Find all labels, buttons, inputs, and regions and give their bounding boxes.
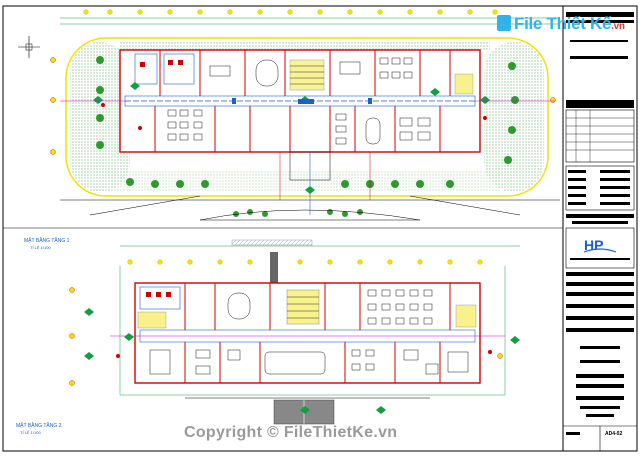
ground-floor-label: MẶT BẰNG TẦNG 1 xyxy=(24,238,70,244)
ground-floor-scale: TỈ LỆ 1/100 xyxy=(30,245,51,250)
watermark-suffix: .vn xyxy=(611,21,625,32)
watermark-brand: File Thiết Kế xyxy=(514,14,612,33)
watermark-bottom: Copyright © FileThietKe.vn xyxy=(184,424,398,441)
watermark-top: File Thiết Kế.vn xyxy=(497,14,625,34)
sheet-code: AD4-02 xyxy=(605,431,623,437)
ground-floor-plan xyxy=(18,9,560,221)
second-floor-plan xyxy=(69,239,520,425)
second-floor-scale: TỈ LỆ 1/100 xyxy=(20,430,41,435)
filethietke-logo-icon xyxy=(497,15,511,31)
title-block: HP xyxy=(562,5,638,452)
second-floor-label: MẶT BẰNG TẦNG 2 xyxy=(16,423,62,429)
